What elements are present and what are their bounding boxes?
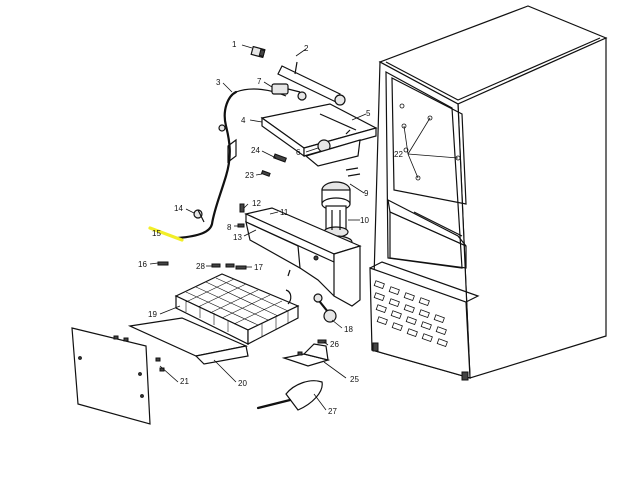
part-16-screw [157,261,169,266]
label-14: 14 [174,204,183,213]
label-1: 1 [232,40,237,49]
part-17-screw [235,265,247,270]
part-23-screw [260,170,271,177]
label-10: 10 [360,216,369,225]
label-19: 19 [148,310,157,319]
label-6: 6 [296,148,301,157]
label-12: 12 [252,199,261,208]
label-24: 24 [251,146,260,155]
part-26-screw [317,339,327,344]
label-2: 2 [304,44,309,53]
part-8-screw [237,223,245,228]
label-4: 4 [241,116,246,125]
part-11-13-drain-pan [244,207,362,307]
label-3: 3 [216,78,221,87]
part-19-ice-basket [174,273,300,345]
label-28: 28 [196,262,205,271]
label-21: 21 [180,377,189,386]
label-13: 13 [233,233,242,242]
part-14-clamp [193,209,205,223]
part-21-front-panel [71,327,165,425]
part-18-knob [313,293,337,323]
label-25: 25 [350,375,359,384]
part-25-bracket [281,343,331,367]
leader-lines [149,44,459,411]
part-27-ice-scoop [256,380,323,411]
label-20: 20 [238,379,247,388]
part-4-5-mounting-bracket [260,103,378,167]
label-23: 23 [245,171,254,180]
part-12-screw [239,203,245,213]
part-20-deflector [127,317,249,365]
label-18: 18 [344,325,353,334]
part-24-clip [273,153,287,163]
label-17: 17 [254,263,263,272]
part-2-heater-tube [277,61,346,106]
label-9: 9 [364,189,369,198]
label-26: 26 [330,340,339,349]
label-11: 11 [280,208,289,217]
part-28-screw [211,263,235,268]
label-7: 7 [257,77,262,86]
cabinet [369,5,608,381]
label-15: 15 [152,229,161,238]
label-8: 8 [227,223,232,232]
part-15-highlight [148,226,184,242]
label-27: 27 [328,407,337,416]
part-7-valve [271,83,307,101]
label-16: 16 [138,260,147,269]
front-vent-grille [373,280,448,348]
label-22: 22 [394,150,403,159]
part-number-labels: 1 2 3 4 5 6 7 8 9 10 11 12 13 14 15 16 1… [138,40,403,416]
part-9-pump-head [321,167,361,211]
part-1-fitting [250,45,266,59]
label-5: 5 [366,109,371,118]
